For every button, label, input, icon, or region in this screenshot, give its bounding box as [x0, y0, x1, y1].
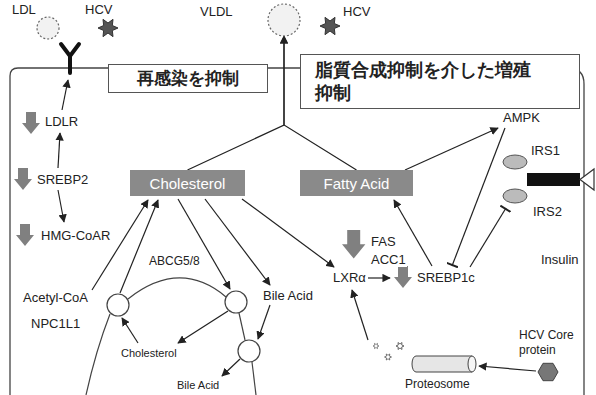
pathway-label: HCV	[342, 4, 371, 19]
intestinal-lumen	[238, 340, 260, 362]
cell-membrane	[10, 68, 584, 395]
pathway-arrow	[122, 318, 138, 343]
pathway-label: SREBP1c	[416, 270, 476, 285]
pathway-label: ABCG5/8	[148, 254, 201, 269]
effect-box: 再感染を抑制	[108, 64, 268, 93]
node-text: VLDL	[200, 4, 233, 19]
pathway-arrow	[178, 311, 228, 343]
insulin-receptor	[503, 155, 594, 203]
hcv-virion	[98, 19, 118, 36]
pathway-label: AMPK	[502, 110, 541, 125]
insulin-receptor	[580, 169, 594, 190]
pathway-label: IRS1	[530, 143, 561, 158]
pathway-arrow	[120, 200, 158, 293]
intestinal-lumen	[239, 313, 245, 340]
proteasome	[468, 356, 476, 372]
proteasome	[412, 356, 472, 372]
node-text: LDL	[12, 2, 36, 17]
proteasome	[385, 354, 392, 360]
pathway-label: NPC1L1	[30, 316, 81, 331]
insulin-receptor	[527, 173, 580, 186]
pathway-label: HCV Core protein	[518, 328, 580, 358]
pathway-arrow	[242, 199, 334, 267]
pathway-label: Proteosome	[404, 377, 471, 392]
proteasome	[373, 343, 379, 348]
pathway-arrow	[405, 128, 498, 170]
down-block-arrow	[394, 266, 412, 288]
pathway-label: HMG-CoAR	[40, 228, 111, 243]
insulin-receptor	[503, 189, 527, 203]
intestinal-lumen	[86, 278, 260, 395]
intestinal-lumen	[86, 314, 110, 395]
ldl-receptor	[61, 44, 79, 73]
pathway-arrow	[452, 128, 505, 266]
down-block-arrow	[22, 112, 40, 134]
down-block-arrow	[342, 230, 365, 259]
node-text: 再感染を抑制	[121, 68, 255, 89]
pathway-arrow	[352, 290, 368, 340]
hcv-virion	[320, 17, 340, 34]
pathway-arrow	[368, 277, 390, 278]
pathway-arrow	[58, 190, 64, 222]
hcv-virion	[98, 17, 340, 36]
node-text: Cholesterol	[150, 175, 226, 192]
proteasome	[396, 343, 404, 350]
hcv-core-protein	[538, 363, 558, 380]
node-text: Fatty Acid	[324, 175, 390, 192]
pathway-label: FAS	[370, 234, 397, 249]
intestinal-lumen	[252, 362, 256, 395]
metabolite-box: Cholesterol	[130, 170, 245, 196]
particle-circle	[268, 4, 300, 36]
pathway-arrow	[470, 208, 506, 267]
pathway-arrow	[479, 366, 536, 371]
pathway-arrow	[258, 305, 270, 339]
pathway-label: IRS2	[532, 204, 563, 219]
pathway-label: Insulin	[540, 252, 580, 267]
pathway-label: HCV	[84, 2, 113, 17]
down-block-arrow	[14, 112, 412, 288]
pathway-label: LDLR	[44, 114, 79, 129]
lipoprotein-particle: VLDL	[200, 2, 304, 40]
pathway-label: Cholesterol	[120, 346, 178, 361]
intestinal-lumen	[128, 278, 226, 299]
intestinal-lumen	[107, 294, 129, 316]
pathway-arrow	[58, 80, 536, 376]
pathway-arrow	[178, 199, 230, 289]
proteasome	[373, 343, 476, 372]
pathway-label: Acetyl-CoA	[22, 290, 89, 305]
pathway-arrow	[222, 359, 240, 376]
cell-membrane	[10, 68, 584, 395]
pathway-label: Bile Acid	[176, 378, 220, 393]
pathway-label: Bile Acid	[262, 288, 314, 303]
down-block-arrow	[16, 224, 34, 246]
insulin-receptor	[503, 155, 527, 169]
intestinal-lumen	[225, 291, 247, 313]
pathway-label: SREBP2	[36, 172, 89, 187]
lipoprotein-particle: LDL	[12, 2, 64, 42]
pathway-label: LXRα	[332, 270, 367, 285]
connector	[188, 36, 285, 170]
down-block-arrow	[14, 168, 32, 190]
pathway-label: ACC1	[370, 252, 407, 267]
metabolite-box: Fatty Acid	[300, 170, 413, 196]
node-text: 脂質合成抑制を介した増殖 抑制	[315, 59, 551, 104]
pathway-arrow	[58, 133, 60, 168]
hcv-core-protein	[538, 363, 558, 380]
effect-box: 脂質合成抑制を介した増殖 抑制	[300, 54, 580, 109]
particle-circle	[37, 17, 59, 39]
ldl-receptor	[61, 44, 79, 73]
pathway-arrow	[62, 80, 68, 110]
